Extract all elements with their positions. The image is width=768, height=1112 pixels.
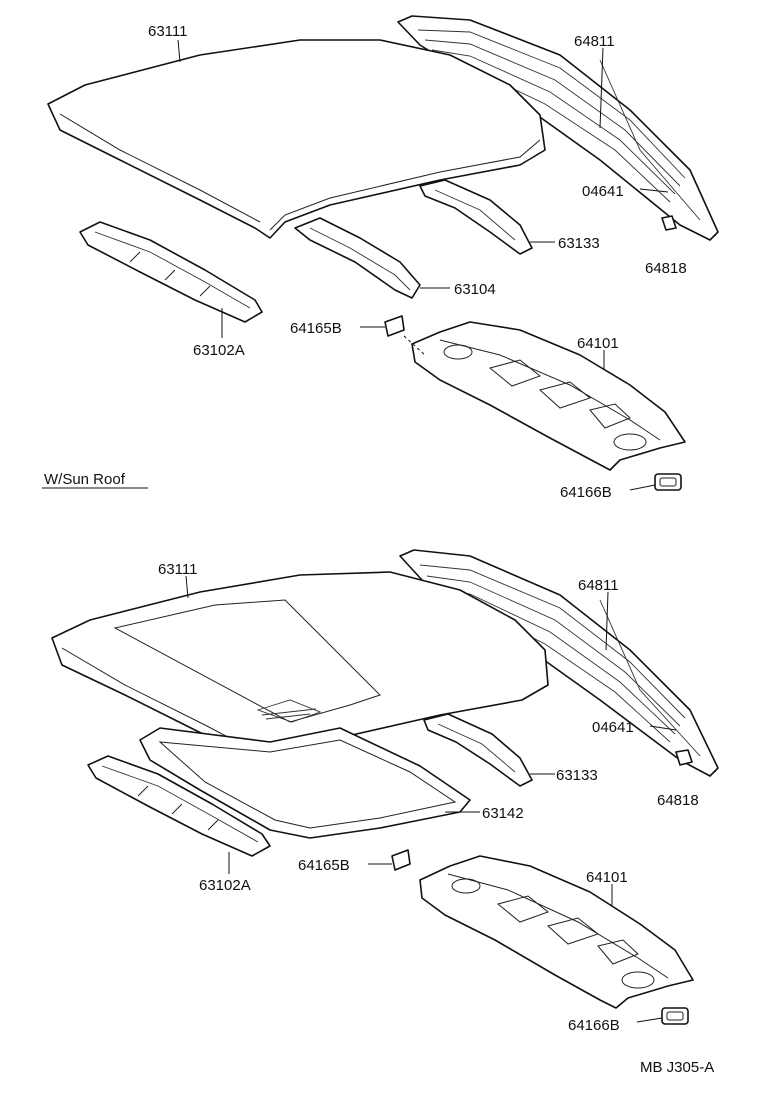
label-rear-roof-rail: 63133 (558, 235, 600, 252)
diagram-code: MB J305-A (640, 1059, 714, 1076)
label-bracket: 64165B (290, 320, 342, 337)
label-clip: 04641 (582, 183, 624, 200)
label-spacer-sunroof: 64818 (657, 792, 699, 809)
package-tray-sunroof (419, 855, 694, 1009)
spacer-sunroof (675, 749, 693, 766)
package-tray (411, 321, 686, 471)
label-bracket-sunroof: 64165B (298, 857, 350, 874)
rear-roof-rail (419, 179, 533, 255)
bracket (384, 315, 405, 337)
label-spacer: 64818 (645, 260, 687, 277)
bottom-assembly (51, 549, 719, 1025)
label-clip-sunroof: 04641 (592, 719, 634, 736)
label-front-header-sunroof: 63102A (199, 877, 251, 894)
sunroof-frame (139, 727, 471, 839)
label-back-window-glass: 64811 (574, 33, 615, 50)
label-rear-roof-rail-sunroof: 63133 (556, 767, 598, 784)
label-back-window-glass-sunroof: 64811 (578, 577, 619, 594)
plug (654, 473, 682, 491)
spacer (661, 215, 677, 231)
label-package-tray-sunroof: 64101 (586, 869, 628, 886)
front-header-sunroof (87, 755, 271, 857)
label-roof-panel-sunroof: 63111 (158, 561, 198, 578)
roof-panel (47, 39, 546, 239)
plug-sunroof (661, 1007, 689, 1025)
variant-note: W/Sun Roof (44, 471, 126, 488)
label-roof-panel: 63111 (148, 23, 188, 40)
bracket-sunroof (391, 849, 411, 871)
front-header (79, 221, 263, 323)
label-front-header: 63102A (193, 342, 245, 359)
top-assembly (47, 15, 719, 491)
label-sunroof-frame: 63142 (482, 805, 524, 822)
label-plug-sunroof: 64166B (568, 1017, 620, 1034)
label-package-tray: 64101 (577, 335, 619, 352)
label-roof-bow: 63104 (454, 281, 496, 298)
roof-bow (294, 217, 421, 299)
label-plug: 64166B (560, 484, 612, 501)
rear-roof-rail-sunroof (423, 713, 533, 787)
